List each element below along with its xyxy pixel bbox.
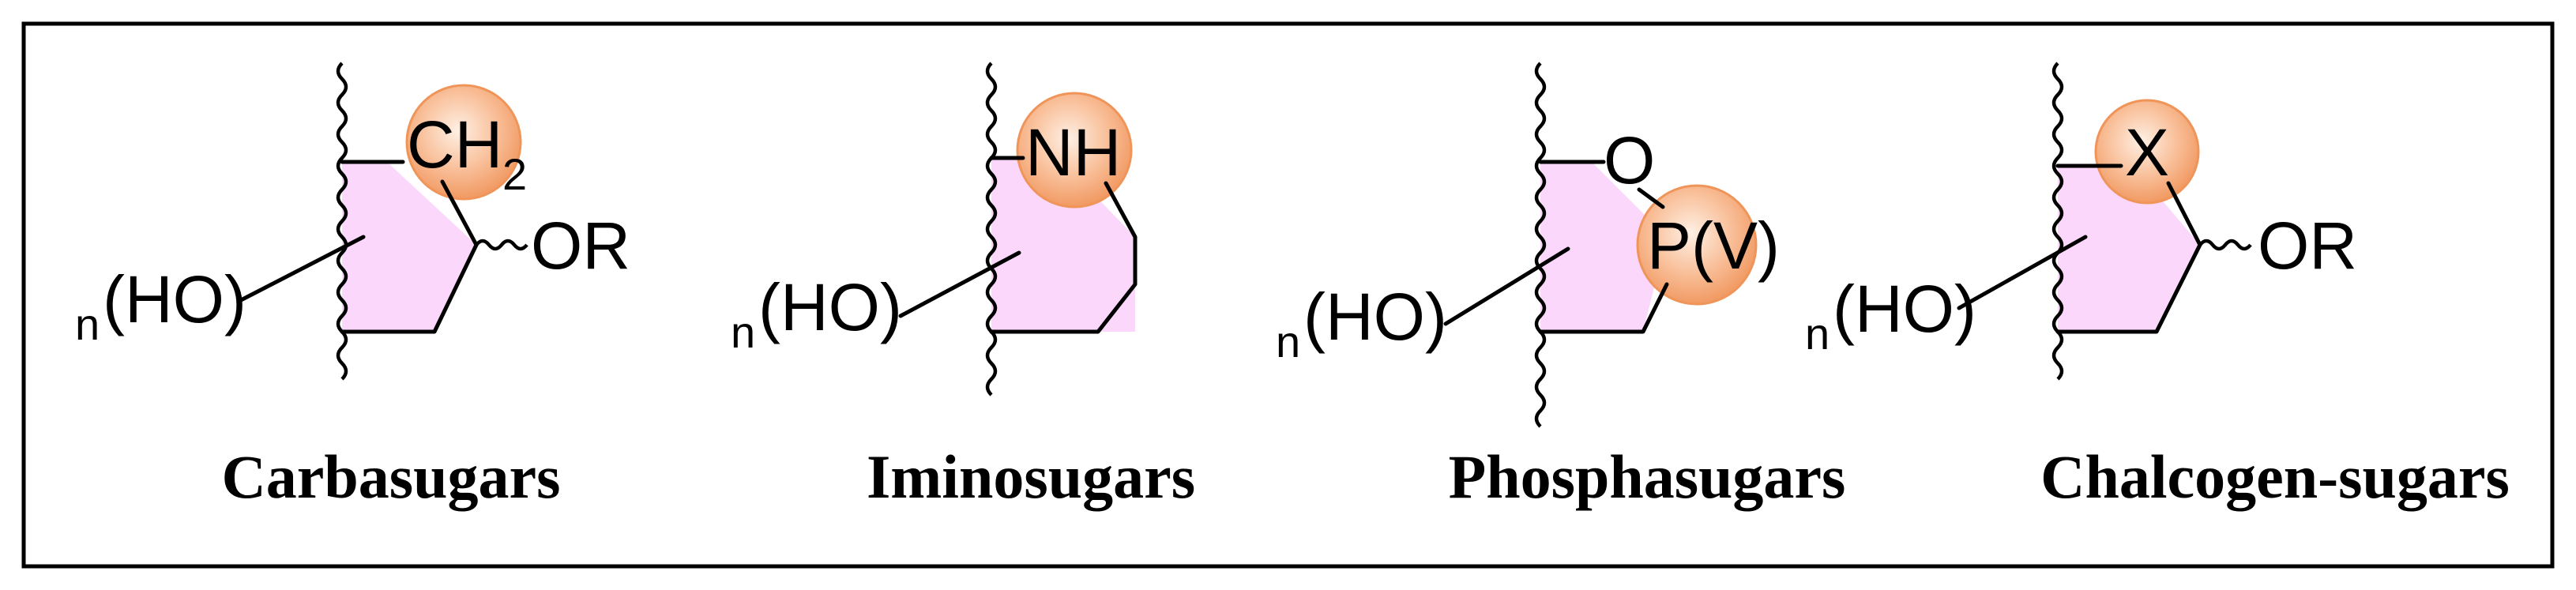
highlight-circle <box>1636 184 1758 306</box>
wavy-bond-or <box>475 239 528 251</box>
caption: Iminosugars <box>867 442 1195 511</box>
wavy-cut-line <box>1534 62 1547 428</box>
wavy-bond-or <box>2198 239 2252 251</box>
substituent-label: OR <box>2258 209 2357 283</box>
ring-bonds <box>898 156 1138 334</box>
panel-carbasugars: CH 2 OR n (HO) Carbasugars <box>75 62 630 511</box>
highlight-circle <box>1016 92 1133 209</box>
hydroxyl-count: n <box>75 299 100 349</box>
ring-atom-label: CH <box>407 107 502 182</box>
ring-fill <box>2058 166 2200 332</box>
panel-phosphasugars: O P(V) n (HO) Phosphasugars <box>1276 62 1846 511</box>
highlight-circle <box>405 84 522 201</box>
figure-border <box>21 21 2555 569</box>
ring-bonds <box>1443 160 1669 334</box>
ring-atom-label: X <box>2125 115 2169 190</box>
ring-fill <box>342 162 476 332</box>
ring-atom-subscript: 2 <box>502 149 527 199</box>
ring-bonds <box>1957 163 2202 334</box>
hydroxyl-label: (HO) <box>103 262 246 336</box>
caption: Phosphasugars <box>1449 442 1846 511</box>
substituent-label: OR <box>531 209 630 283</box>
caption: Carbasugars <box>221 442 560 511</box>
ring-fill <box>1540 162 1667 332</box>
highlight-circle <box>2094 99 2200 205</box>
hydroxyl-label: (HO) <box>758 270 902 344</box>
hydroxyl-label: (HO) <box>1303 280 1447 354</box>
ring-oxygen-label: O <box>1604 123 1655 197</box>
hydroxyl-count: n <box>731 307 755 357</box>
hydroxyl-count: n <box>1276 317 1300 366</box>
caption: Chalcogen-sugars <box>2040 442 2510 511</box>
ring-atom-label: P(V) <box>1647 209 1780 283</box>
bond-anomeric <box>440 179 479 247</box>
hydroxyl-label: (HO) <box>1833 272 1976 346</box>
wavy-cut-line <box>985 62 998 396</box>
wavy-cut-line <box>2051 62 2064 381</box>
ring-atom-label: NH <box>1025 115 1121 190</box>
panel-chalcogen-sugars: X OR n (HO) Chalcogen-sugars <box>1805 62 2510 511</box>
hydroxyl-count: n <box>1805 309 1830 359</box>
ring-bonds <box>239 160 479 334</box>
panel-iminosugars: NH n (HO) Iminosugars <box>731 62 1195 511</box>
wavy-cut-line <box>336 62 348 381</box>
